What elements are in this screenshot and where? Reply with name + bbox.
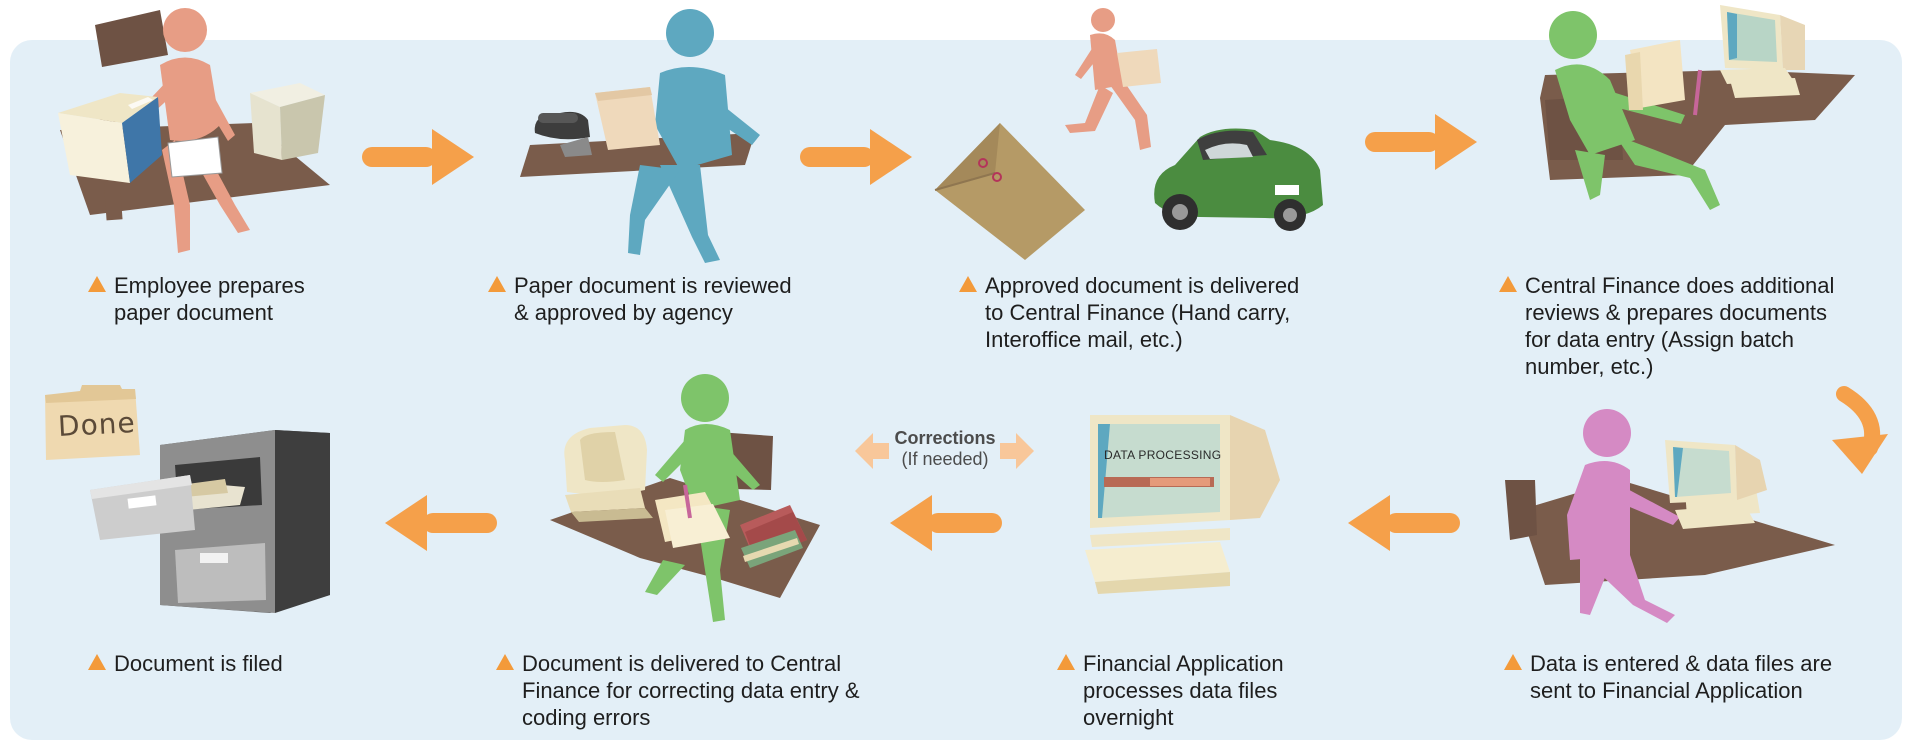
reviewer-at-desk-illustration [520,5,770,265]
flow-arrow-3 [1365,112,1477,172]
step-caption-data-entry: Data is entered & data files are sent to… [1504,650,1832,704]
bullet-triangle-icon [1499,276,1517,292]
bullet-triangle-icon [959,276,977,292]
bullet-triangle-icon [488,276,506,292]
bullet-triangle-icon [88,276,106,292]
flow-arrow-1 [362,127,474,187]
screen-label: DATA PROCESSING [1104,446,1221,464]
bullet-triangle-icon [88,654,106,670]
flow-arrow-2 [800,127,912,187]
bullet-triangle-icon [1057,654,1075,670]
employee-at-desk-illustration [50,5,340,260]
correction-desk-illustration [545,370,830,635]
step-caption-deliver: Approved document is delivered to Centra… [959,272,1299,353]
done-folder-label: Done [57,405,137,444]
flow-arrow-6 [890,493,1002,553]
corrections-arrow-right [1000,433,1034,469]
delivery-illustration [934,5,1330,260]
data-processing-text: DATA PROCESSING [1104,448,1222,462]
step-caption-prepare: Employee prepares paper document [88,272,305,326]
step-caption-filed: Document is filed [88,650,283,677]
corrections-arrow-left [855,433,889,469]
bullet-triangle-icon [496,654,514,670]
curved-turn-arrow [1832,386,1892,478]
corrections-label: Corrections (If needed) [850,428,1040,470]
central-finance-illustration [1515,0,1855,230]
data-entry-illustration [1505,405,1840,630]
bullet-triangle-icon [1504,654,1522,670]
step-caption-central-review: Central Finance does additional reviews … [1499,272,1834,380]
step-caption-corrections: Document is delivered to Central Finance… [496,650,860,731]
corrections-subtitle: (If needed) [901,449,989,469]
filing-cabinet-illustration [40,385,340,625]
step-caption-review: Paper document is reviewed & approved by… [488,272,792,326]
step-caption-processing: Financial Application processes data fil… [1057,650,1284,731]
corrections-title: Corrections [894,428,996,448]
data-processing-computer-illustration [1080,410,1290,600]
folder-label-text: Done [57,405,137,444]
flow-arrow-7 [385,493,497,553]
flow-arrow-5 [1348,493,1460,553]
